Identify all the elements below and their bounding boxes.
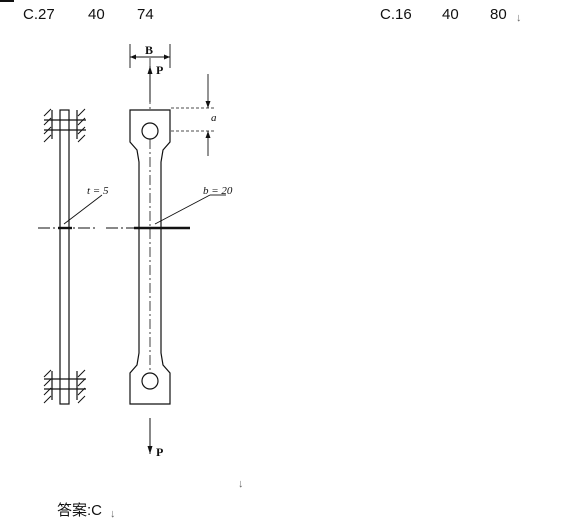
page-corner-mark <box>0 0 14 2</box>
option-d-return-mark: ↓ <box>516 12 522 24</box>
answer-return-mark: ↓ <box>110 508 116 520</box>
answer-text: 答案:C <box>57 502 103 519</box>
top-force-label: P <box>156 63 163 77</box>
option-d-label: C.16 <box>380 6 412 23</box>
side-view-strip <box>59 109 70 405</box>
option-d-value-1: 40 <box>442 6 459 23</box>
bottom-force-label: P <box>156 445 163 459</box>
option-c-label: C.27 <box>23 6 55 23</box>
width-label-b: B <box>145 43 153 57</box>
top-pin-hole <box>141 122 159 140</box>
bottom-pin-hole <box>141 372 159 390</box>
paragraph-return-mark: ↓ <box>238 478 244 490</box>
specimen-figure: B P P a t = 5 b = 20 <box>38 43 233 459</box>
option-c-value-1: 40 <box>88 6 105 23</box>
option-c-value-2: 74 <box>137 6 154 23</box>
specimen-outline <box>129 109 171 405</box>
option-d-value-2: 80 <box>490 6 507 23</box>
breadth-label: b = 20 <box>203 185 233 197</box>
dimension-a-label: a <box>211 112 217 124</box>
thickness-label: t = 5 <box>87 185 109 197</box>
